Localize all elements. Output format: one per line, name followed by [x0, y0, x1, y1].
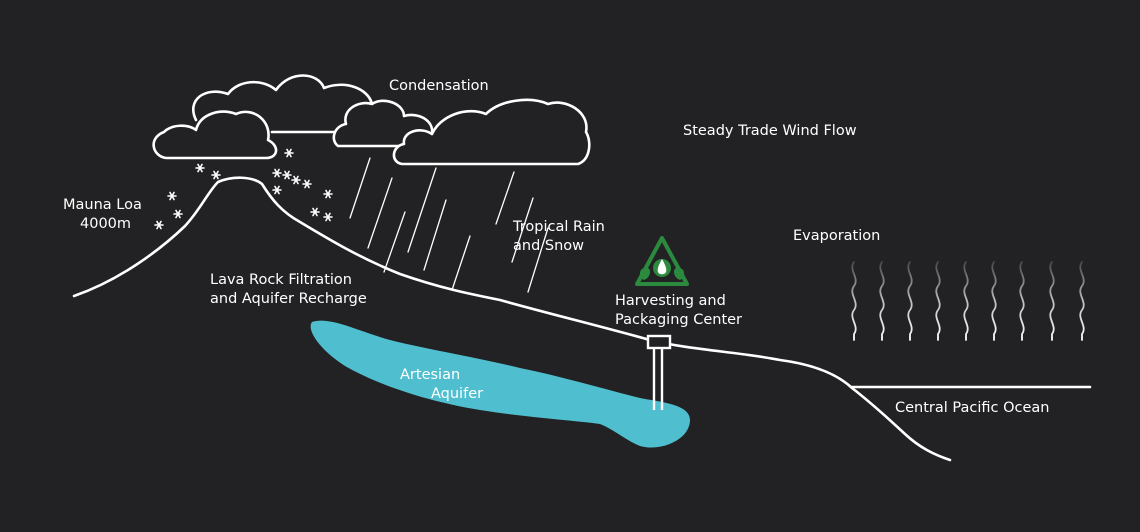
evaporation-label: Evaporation	[793, 228, 881, 244]
cloud-icon-back	[192, 74, 374, 122]
snow-flake	[211, 170, 221, 180]
snow-flake	[195, 163, 205, 173]
mauna-loa-name: Mauna Loa	[63, 197, 142, 213]
rain-streak-icon	[511, 197, 534, 263]
cloud-icon-left	[152, 110, 278, 160]
snow-flake	[291, 175, 301, 185]
harvesting-line2: Packaging Center	[615, 312, 743, 328]
snow-flake	[154, 220, 164, 230]
snow-flake	[272, 185, 282, 195]
snow-asterisks	[154, 148, 333, 230]
wavy-vapor-line-icon	[879, 261, 885, 341]
lava-rock-line2: and Aquifer Recharge	[210, 291, 367, 307]
tropical-rain-line2: and Snow	[513, 238, 585, 254]
snow-flake	[284, 148, 294, 158]
snow-flake	[323, 212, 333, 222]
artesian-aquifer-shape	[310, 320, 690, 448]
wavy-vapor-line-icon	[1049, 261, 1055, 341]
lava-rock-line1: Lava Rock Filtration	[210, 272, 352, 288]
artesian-aquifer-label: Artesian Aquifer	[400, 366, 483, 404]
well-pipe	[646, 334, 672, 410]
rain-streak-icon	[349, 157, 371, 219]
rain-streak-icon	[451, 235, 471, 291]
mauna-loa-elevation: 4000m	[80, 216, 132, 232]
wavy-vapor-line-icon	[963, 261, 969, 341]
snow-flake	[272, 168, 282, 178]
evaporation-lines	[851, 261, 1085, 341]
mauna-loa-mountain	[72, 176, 952, 462]
clouds	[152, 74, 591, 166]
wavy-vapor-line-icon	[1019, 261, 1025, 341]
rain-streak-icon	[407, 167, 437, 253]
wavy-vapor-line-icon	[907, 261, 913, 341]
rain-streak-icon	[383, 211, 406, 273]
tropical-rain-line1: Tropical Rain	[513, 219, 605, 235]
aquifer-line2: Aquifer	[431, 386, 484, 402]
rain-streak-icon	[527, 227, 549, 293]
recycle-triangle-water-drop-icon	[635, 236, 689, 286]
snow-flake	[167, 191, 177, 201]
condensation-label: Condensation	[389, 78, 489, 94]
wavy-vapor-line-icon	[991, 261, 997, 341]
terrain	[72, 176, 1092, 462]
rain-streak-icon	[423, 199, 447, 271]
harvesting-line1: Harvesting and	[615, 293, 726, 309]
lava-rock-label: Lava Rock Filtration and Aquifer Recharg…	[210, 271, 367, 309]
snow-flake	[310, 207, 320, 217]
harvesting-center-label: Harvesting and Packaging Center	[615, 292, 742, 330]
central-pacific-ocean-label: Central Pacific Ocean	[895, 400, 1050, 416]
wavy-vapor-line-icon	[851, 261, 857, 341]
snow-flake	[173, 209, 183, 219]
aquifer-line1: Artesian	[400, 367, 461, 383]
mauna-loa-label: Mauna Loa 4000m	[63, 196, 142, 234]
tropical-rain-label: Tropical Rain and Snow	[513, 218, 605, 256]
trade-wind-label: Steady Trade Wind Flow	[683, 123, 857, 139]
snow-flake	[282, 170, 292, 180]
well-cap	[646, 334, 672, 350]
snow-flake	[323, 189, 333, 199]
cloud-icon-right	[392, 98, 591, 166]
wavy-vapor-line-icon	[1079, 261, 1085, 341]
rain-streaks	[349, 157, 549, 293]
rain-streak-icon	[367, 177, 393, 249]
rain-streak-icon	[495, 171, 515, 225]
snow-flake	[302, 179, 312, 189]
wavy-vapor-line-icon	[935, 261, 941, 341]
